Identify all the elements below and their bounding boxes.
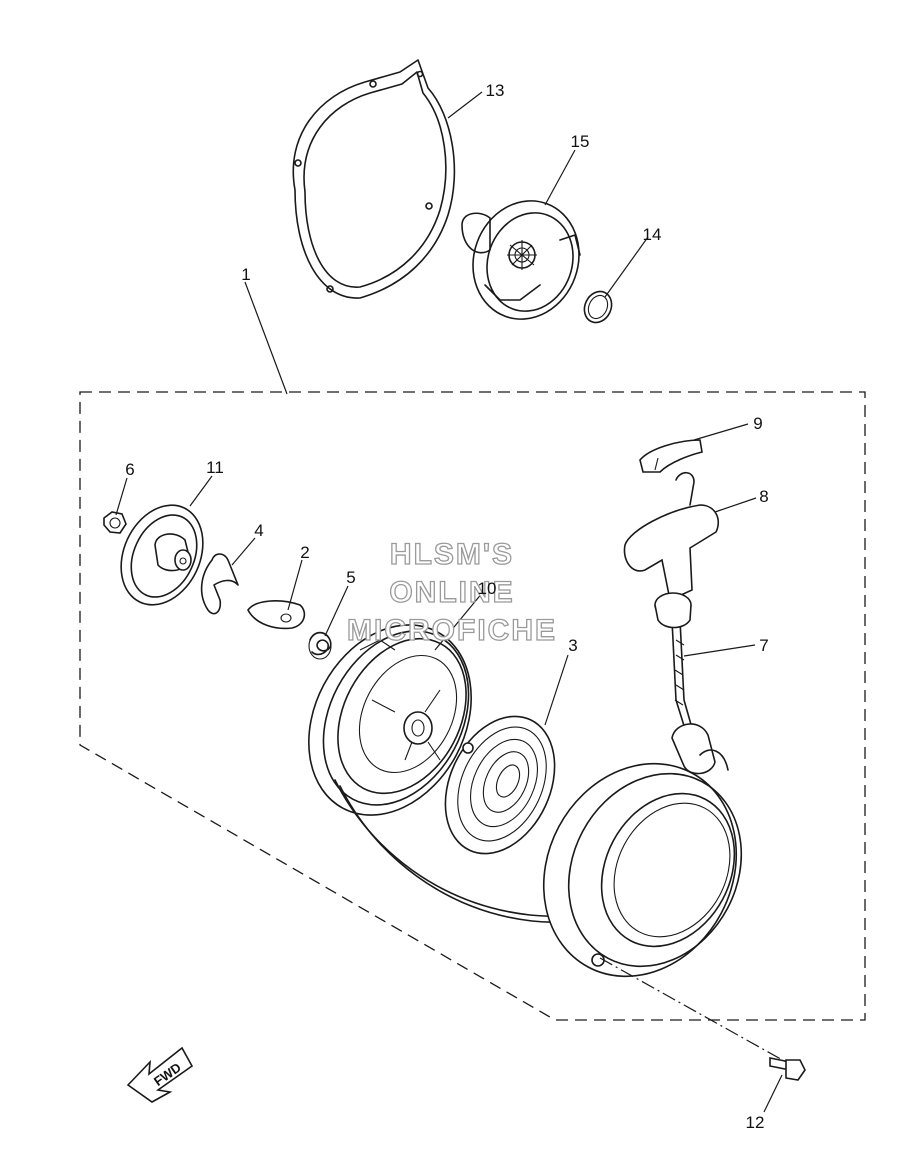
leader-10 (434, 591, 484, 651)
callout-1: 1 (241, 265, 250, 284)
callout-6: 6 (125, 460, 134, 479)
part-15-drive-pulley (461, 200, 581, 320)
leader-11 (189, 475, 213, 507)
callout-14: 14 (643, 225, 662, 244)
part-10-reel (308, 624, 472, 816)
assembly-boundary (79, 391, 866, 1021)
part-9-handle-cap (639, 439, 703, 473)
leader-5 (324, 585, 349, 637)
leader-14 (604, 236, 649, 298)
part-12-bolt (769, 1057, 806, 1081)
callout-10: 10 (478, 579, 497, 598)
leader-9 (693, 423, 749, 441)
callout-2: 2 (300, 543, 309, 562)
callout-3: 3 (568, 636, 577, 655)
leader-13 (447, 91, 483, 119)
callouts: 1 2 3 4 5 6 7 8 9 10 11 12 13 14 15 (125, 81, 768, 1132)
part-6-nut (103, 511, 127, 534)
callout-15: 15 (571, 132, 590, 151)
callout-12: 12 (746, 1113, 765, 1132)
part-2-pawl (247, 600, 306, 630)
leader-6 (115, 477, 128, 516)
part-14-o-ring (583, 290, 613, 324)
watermark-line1: HLSM'S (390, 538, 514, 571)
part-13-gasket (292, 59, 456, 299)
part-11-plate (120, 504, 204, 606)
part-5-spring (308, 631, 332, 660)
leader-4 (231, 537, 256, 566)
leader-15 (544, 149, 576, 206)
callout-13: 13 (486, 81, 505, 100)
leader-7 (683, 644, 756, 657)
watermark-line2: ONLINE (389, 576, 514, 609)
callout-8: 8 (759, 487, 768, 506)
leader-1 (244, 281, 288, 395)
callout-5: 5 (346, 568, 355, 587)
callout-11: 11 (206, 458, 224, 477)
leader-12 (763, 1074, 783, 1113)
part-3-spiral-spring (444, 715, 556, 855)
part-4-clip (200, 553, 239, 615)
leader-2 (287, 559, 303, 611)
callout-9: 9 (753, 414, 762, 433)
bolt-axis-line (599, 957, 787, 1063)
starter-case (542, 723, 743, 978)
fwd-arrow-icon: FWD (126, 1046, 194, 1103)
watermark-line3: MICROFICHE (347, 614, 557, 647)
leader-3 (544, 654, 569, 726)
leader-lines (115, 91, 783, 1113)
part-8-handle (623, 471, 720, 629)
watermark: HLSM'S ONLINE MICROFICHE (346, 537, 557, 647)
leader-8 (714, 497, 757, 513)
callout-7: 7 (759, 636, 768, 655)
callout-4: 4 (254, 521, 263, 540)
